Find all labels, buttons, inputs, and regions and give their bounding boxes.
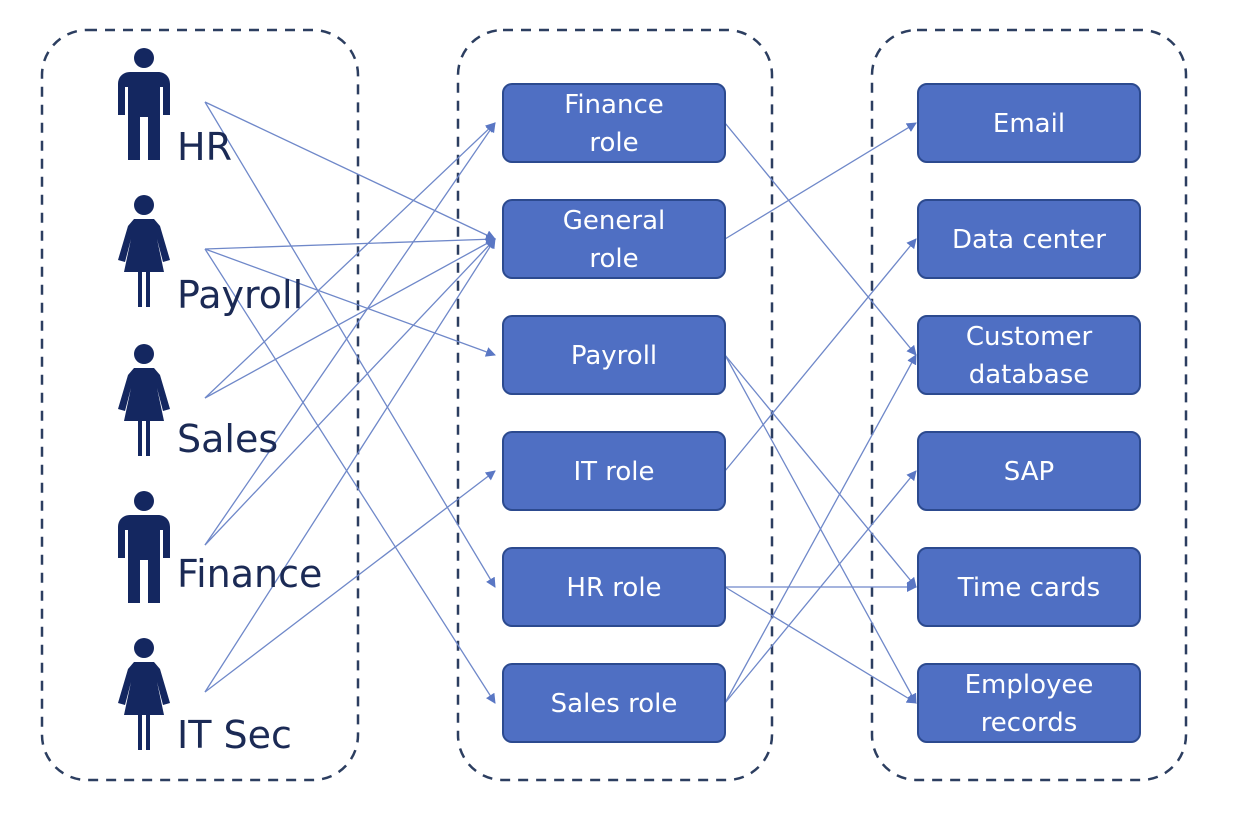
link-sales_role-sap xyxy=(724,470,917,704)
actors-group xyxy=(40,28,360,782)
link-general_role-email xyxy=(724,122,917,240)
resource-box xyxy=(917,199,1141,279)
roles-group xyxy=(456,28,774,782)
resource-box xyxy=(917,83,1141,163)
role-box xyxy=(502,663,726,743)
link-finance-finance_role xyxy=(204,122,496,546)
resource-customerdb: Customer database xyxy=(917,315,1141,395)
role-sales_role: Sales role xyxy=(502,663,726,743)
link-it_role-datacenter xyxy=(724,238,917,472)
female-person-icon xyxy=(118,344,170,456)
link-finance_role-customerdb xyxy=(724,122,917,356)
links-layer xyxy=(204,101,917,704)
actor-label: HR xyxy=(177,125,232,169)
actor-finance: Finance xyxy=(118,491,322,603)
actor-label: Finance xyxy=(177,552,322,596)
role-label: HR role xyxy=(566,573,661,603)
resource-label: Employee xyxy=(965,670,1094,700)
role-general_role: General role xyxy=(502,199,726,279)
actor-payroll: Payroll xyxy=(118,195,303,317)
resource-sap: SAP xyxy=(917,431,1141,511)
actor-label: Payroll xyxy=(177,273,303,317)
link-hr-general_role xyxy=(204,101,496,240)
link-payroll_role-timecards xyxy=(724,354,917,588)
resource-label: Customer xyxy=(966,322,1093,352)
role-label: IT role xyxy=(573,457,654,487)
link-payroll-general_role xyxy=(204,234,496,250)
link-itsec-it_role xyxy=(204,470,496,693)
role-box xyxy=(502,547,726,627)
male-person-icon xyxy=(118,48,170,160)
resource-label: Email xyxy=(993,109,1065,139)
role-label: role xyxy=(589,244,638,274)
resource-box xyxy=(917,663,1141,743)
role-label: role xyxy=(589,128,638,158)
role-label: Finance xyxy=(564,90,663,120)
resource-label: records xyxy=(981,708,1078,738)
link-sales_role-customerdb xyxy=(724,354,917,704)
role-hr_role: HR role xyxy=(502,547,726,627)
link-hr-hr_role xyxy=(204,101,496,588)
role-box xyxy=(502,431,726,511)
link-finance-general_role xyxy=(204,238,496,546)
actor-hr: HR xyxy=(118,48,232,169)
actor-label: IT Sec xyxy=(177,713,292,757)
actor-itsec: IT Sec xyxy=(118,638,292,757)
female-person-icon xyxy=(118,638,170,750)
resources-group xyxy=(870,28,1188,782)
role-box xyxy=(502,83,726,163)
link-sales-general_role xyxy=(204,238,496,399)
actor-label: Sales xyxy=(177,417,278,461)
role-finance_role: Finance role xyxy=(502,83,726,163)
role-payroll_role: Payroll xyxy=(502,315,726,395)
link-payroll-sales_role xyxy=(204,248,496,704)
role-label: Payroll xyxy=(571,341,657,371)
resource-label: SAP xyxy=(1004,457,1054,487)
resource-emprecords: Employee records xyxy=(917,663,1141,743)
resource-box xyxy=(917,315,1141,395)
link-itsec-general_role xyxy=(204,238,496,693)
resource-box xyxy=(917,547,1141,627)
female-person-icon xyxy=(118,195,170,307)
link-payroll-payroll_role xyxy=(204,248,496,357)
resource-timecards: Time cards xyxy=(917,547,1141,627)
resource-datacenter: Data center xyxy=(917,199,1141,279)
resource-label: Data center xyxy=(952,225,1106,255)
role-it_role: IT role xyxy=(502,431,726,511)
resource-box xyxy=(917,431,1141,511)
resource-label: Time cards xyxy=(957,573,1100,603)
role-box xyxy=(502,199,726,279)
role-label: General xyxy=(563,206,665,236)
resource-email: Email xyxy=(917,83,1141,163)
role-box xyxy=(502,315,726,395)
link-sales-finance_role xyxy=(204,122,496,399)
actor-sales: Sales xyxy=(118,344,278,461)
link-hr_role-emprecords xyxy=(724,586,917,704)
male-person-icon xyxy=(118,491,170,603)
role-label: Sales role xyxy=(551,689,678,719)
resource-label: database xyxy=(969,360,1090,390)
